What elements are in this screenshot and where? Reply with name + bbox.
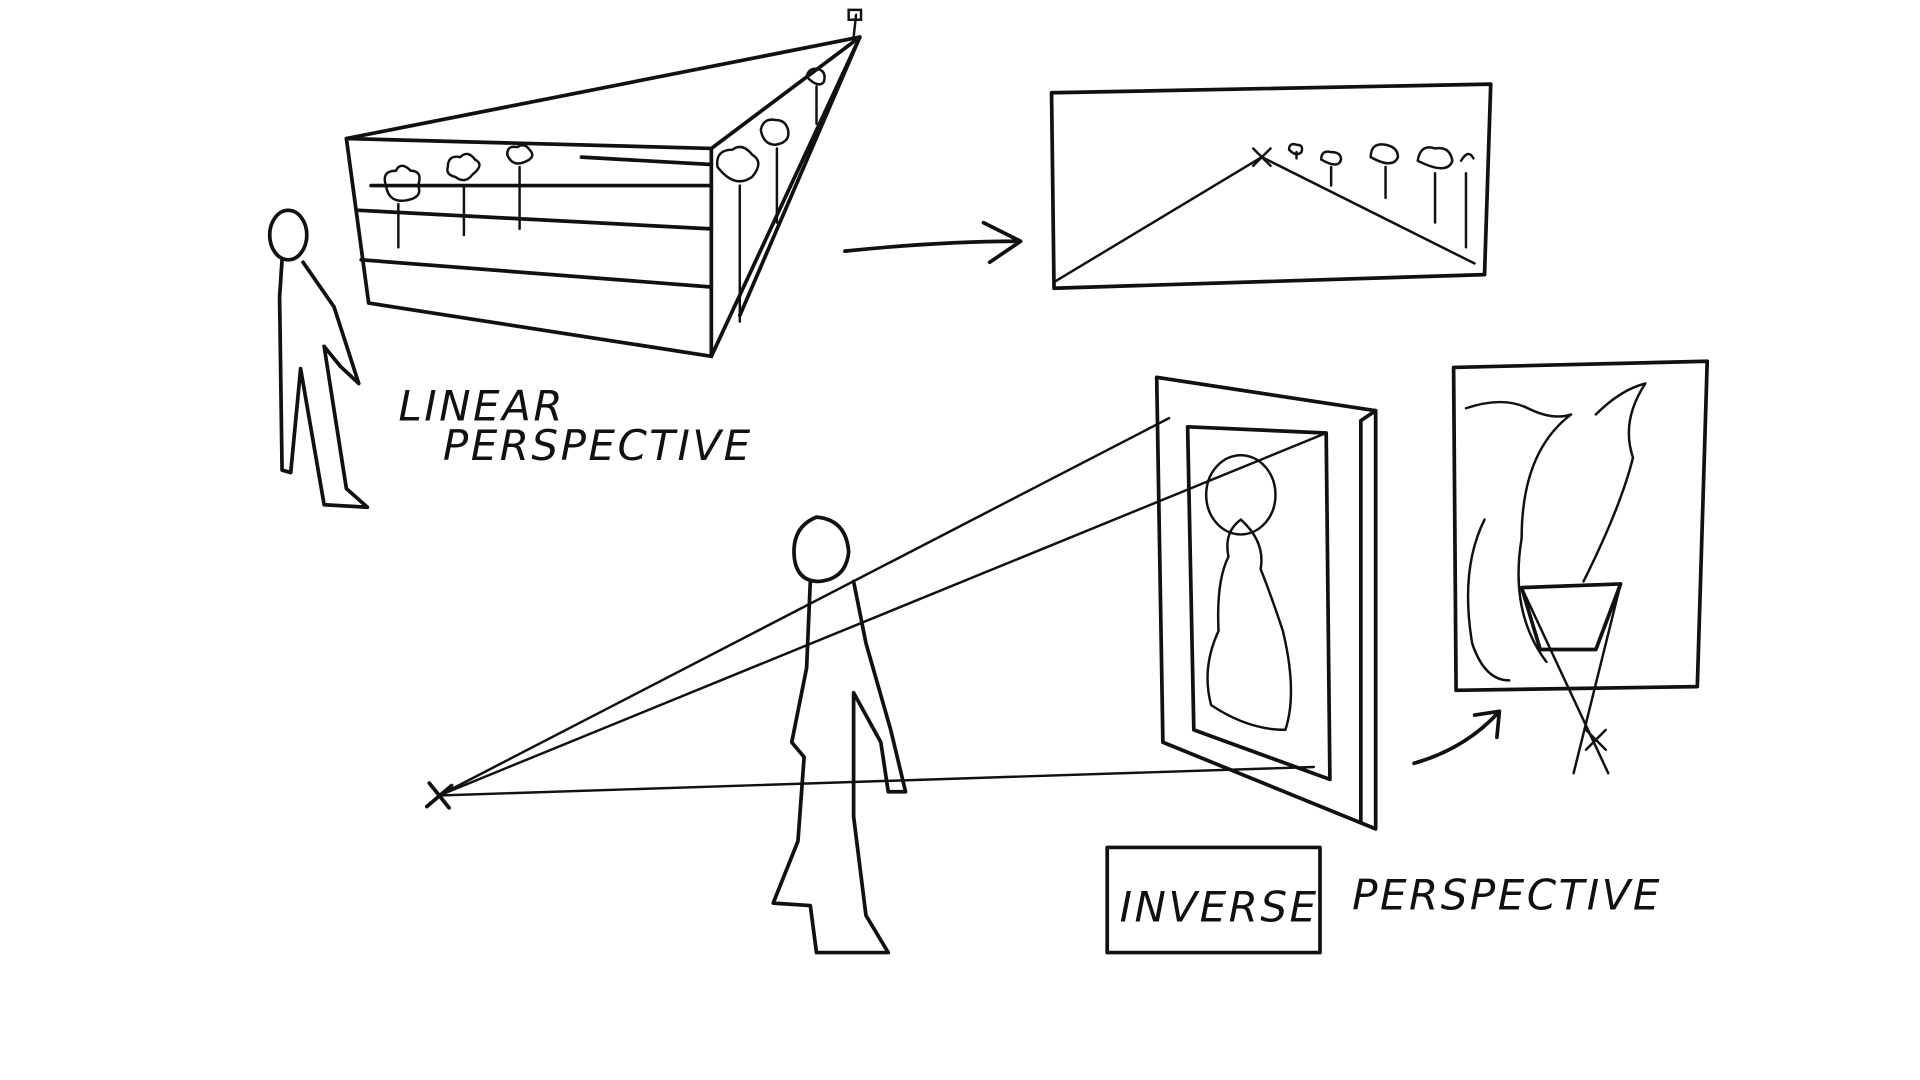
viewer-figure-inverse xyxy=(771,515,908,955)
icon-painting xyxy=(1154,375,1378,831)
linear-label-line1: LINEAR xyxy=(398,382,565,431)
viewer-figure-linear xyxy=(267,208,370,510)
inverse-label-boxed: INVERSE xyxy=(1120,883,1319,932)
inverse-label-rest: PERSPECTIVE xyxy=(1352,870,1662,919)
arrow-curved-icon xyxy=(1412,709,1502,766)
inverse-label-box xyxy=(1105,845,1322,955)
linear-result-picture xyxy=(1049,82,1493,291)
arrow-right-icon xyxy=(843,220,1023,265)
linear-label-line2: PERSPECTIVE xyxy=(443,421,753,470)
sight-lines xyxy=(424,416,1328,810)
trees-linear xyxy=(383,8,863,323)
inverse-result-picture xyxy=(1451,359,1710,775)
linear-scene-box xyxy=(344,35,862,359)
